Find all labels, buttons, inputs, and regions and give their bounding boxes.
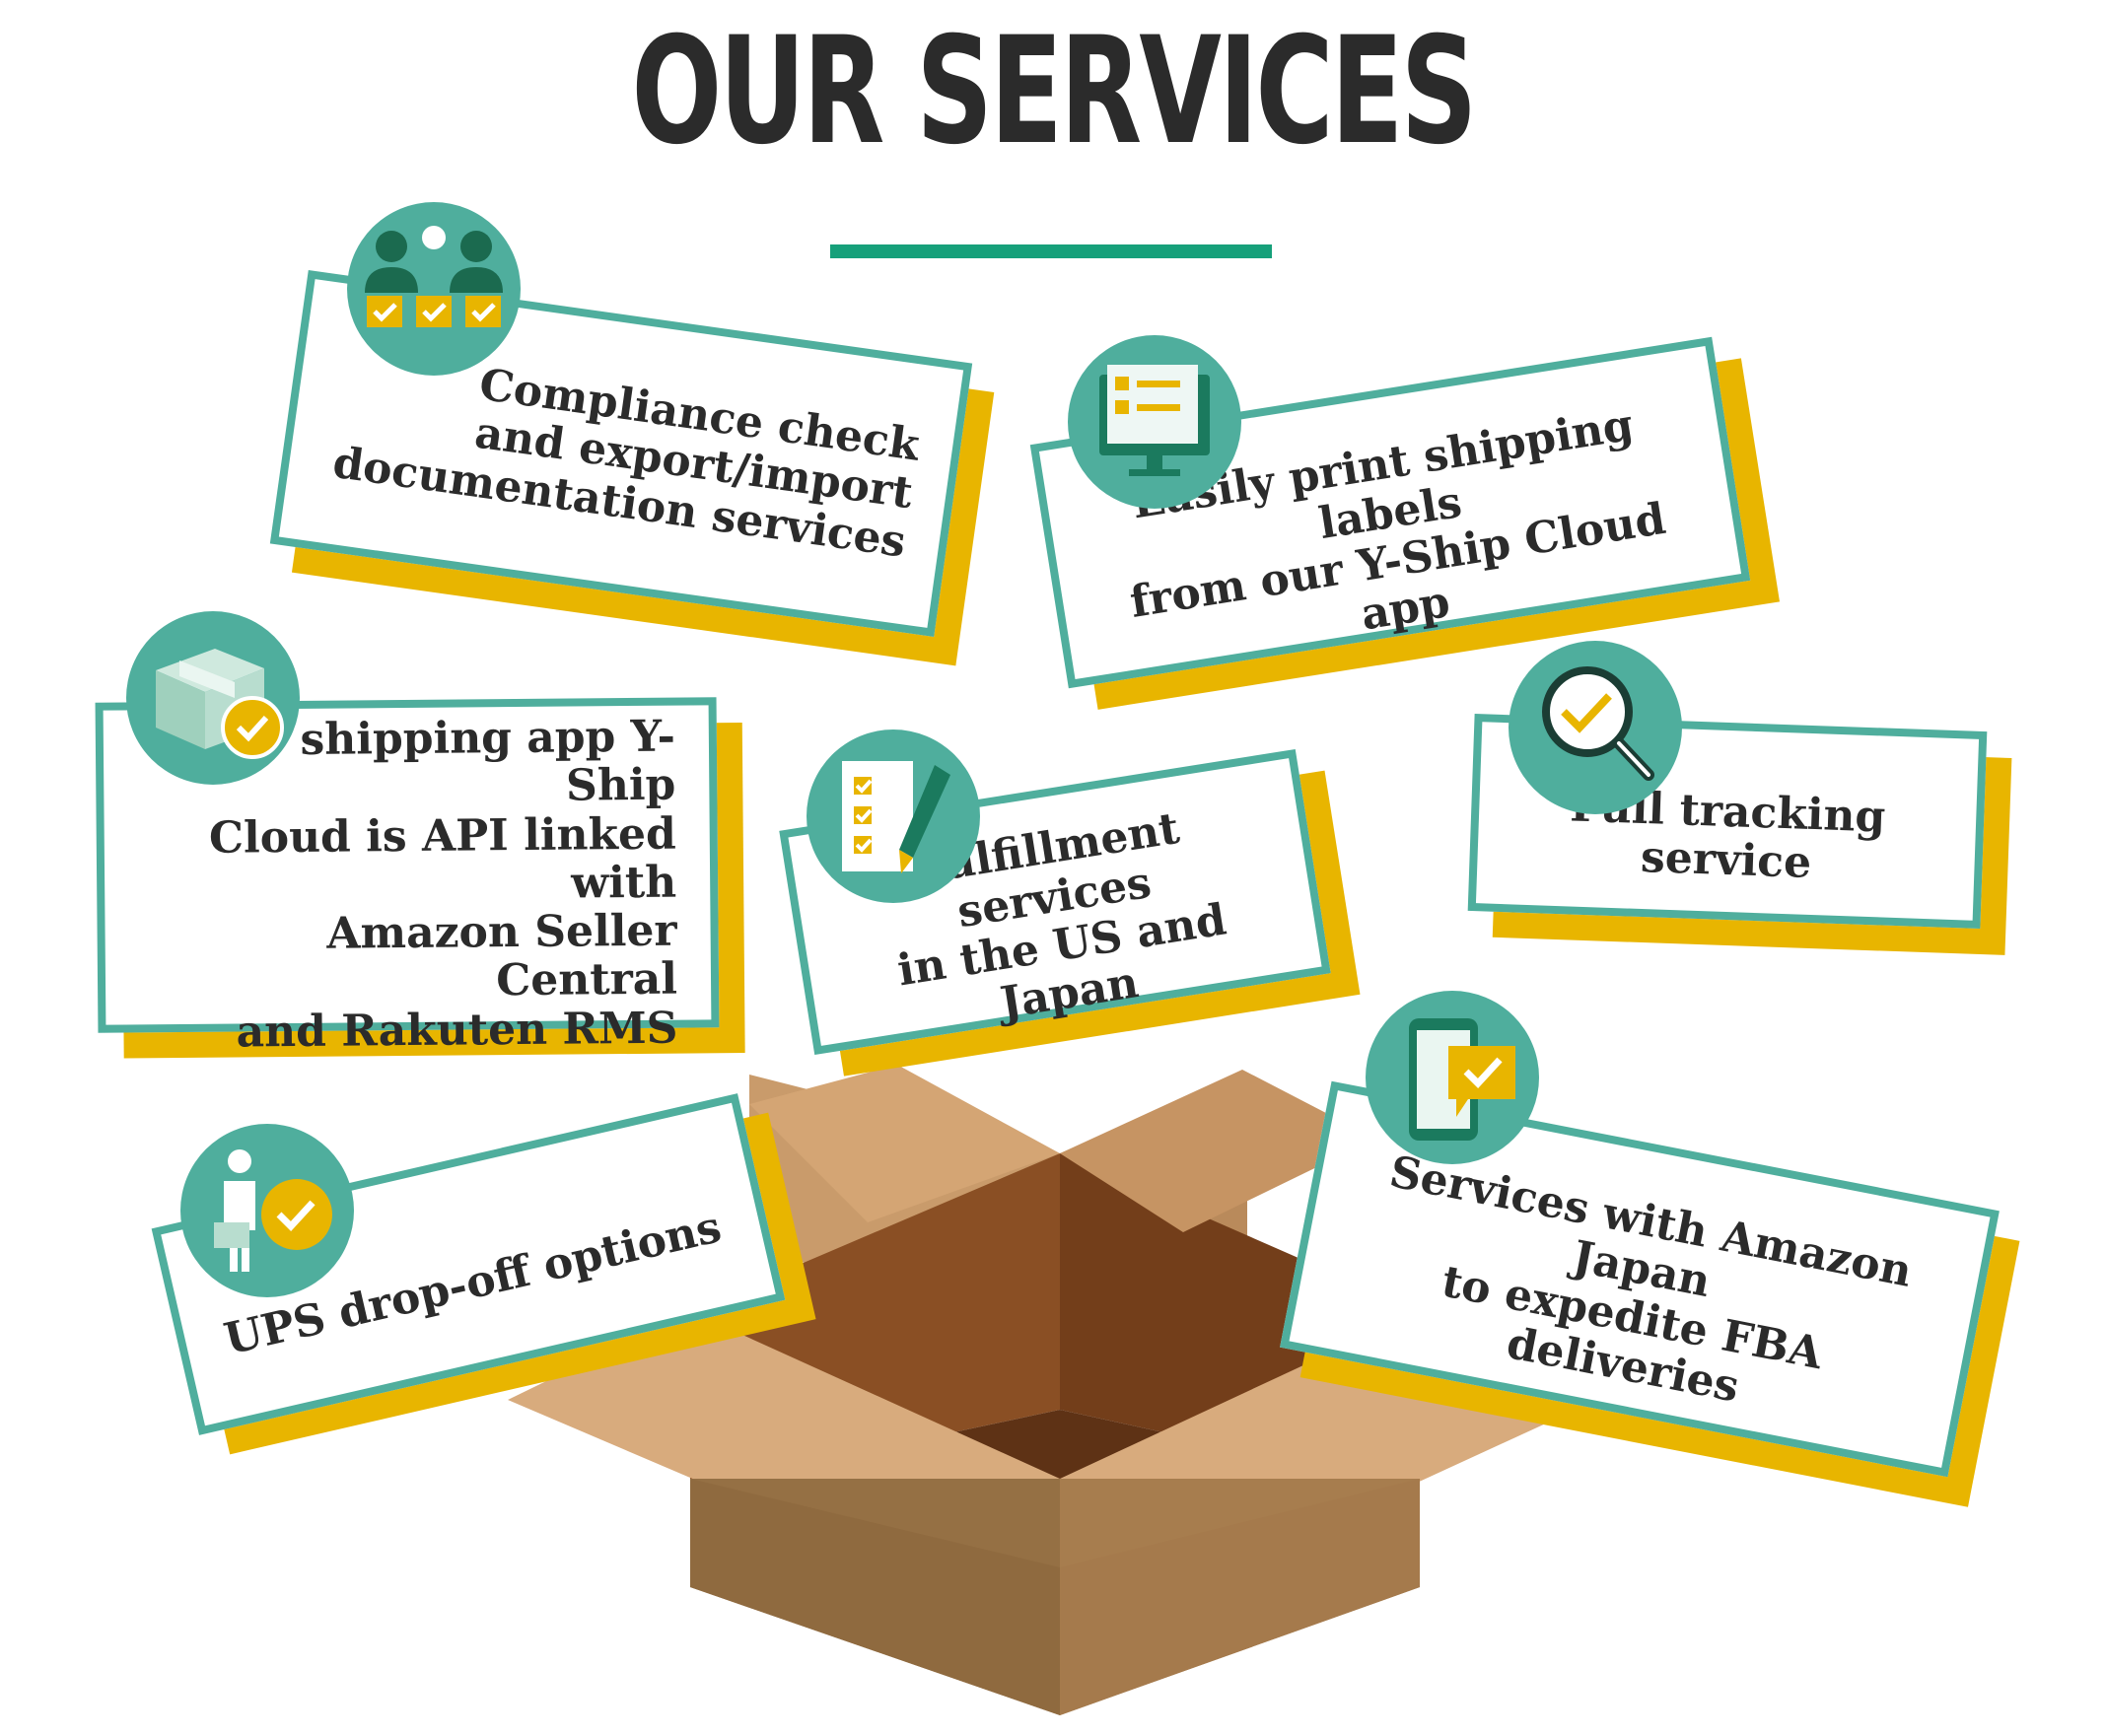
box-front-left-top bbox=[690, 1479, 1060, 1715]
phone-message-icon bbox=[1366, 991, 1539, 1164]
title-divider bbox=[830, 244, 1272, 258]
box-front-right-top bbox=[1060, 1479, 1420, 1715]
box-flap-top-right bbox=[1060, 1070, 1375, 1232]
magnifier-check-icon bbox=[1509, 641, 1682, 814]
page-title: OUR SERVICES bbox=[631, 6, 1477, 177]
service-text: Compliance check and export/import docum… bbox=[329, 359, 923, 568]
box-flap-top-left bbox=[749, 1065, 1060, 1222]
monitor-checklist-icon bbox=[1068, 335, 1241, 509]
package-check-icon bbox=[126, 611, 300, 785]
clipboard-pen-icon bbox=[807, 729, 980, 903]
team-checklist-icon bbox=[347, 202, 521, 376]
courier-check-icon bbox=[180, 1124, 354, 1297]
